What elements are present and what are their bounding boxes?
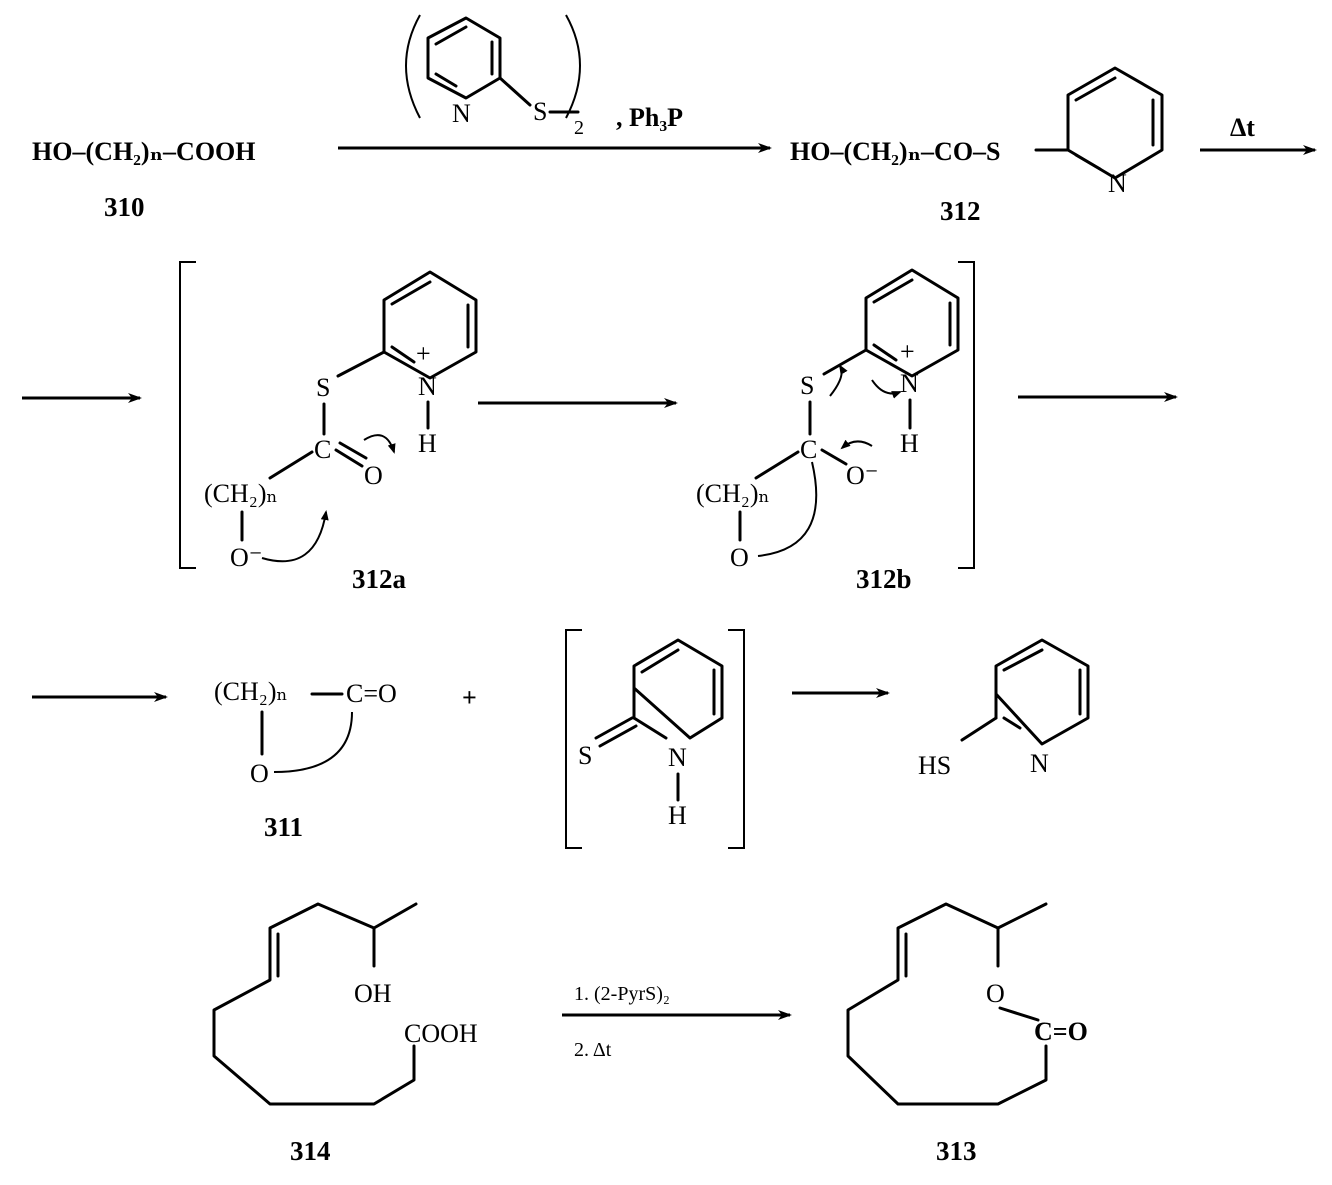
ch2-chain-a: (CH₂)ₙ (204, 479, 278, 508)
atom-h-a: H (418, 429, 437, 458)
condition-1: 1. (2-PyrS)₂ (574, 983, 670, 1005)
charge-plus-b: + (900, 337, 915, 366)
pyridine-thione: S N H (578, 638, 724, 830)
label-312: 312 (940, 196, 981, 226)
new-bond-arc-b (757, 461, 818, 557)
compound-314: OH COOH 314 (212, 902, 478, 1166)
right-parenthesis (565, 14, 581, 119)
atom-n-thiol: N (1030, 749, 1049, 778)
compound-312: HO–(CH₂)ₙ–CO–S N 312 (790, 66, 1164, 226)
thiol-hs: HS (918, 751, 951, 780)
lactone-311: (CH₂)ₙ C=O O 311 (214, 677, 397, 842)
ch2-chain-311: (CH₂)ₙ (214, 677, 288, 706)
charge-plus-a: + (416, 339, 431, 368)
thione-ring (632, 638, 724, 740)
atom-o-b: O (730, 543, 749, 572)
atom-s-b: S (800, 371, 814, 400)
label-311: 311 (264, 812, 303, 842)
bracket-left-thione (565, 629, 582, 849)
compound-313: O C=O 313 (846, 902, 1088, 1166)
atom-n-a: N (418, 372, 437, 401)
atom-s: S (533, 97, 547, 126)
atom-o-minus-b: O⁻ (846, 461, 879, 490)
intermediate-312a: N + H S C O (CH₂)ₙ O⁻ 312a (204, 270, 478, 594)
heat-label: Δt (1230, 113, 1255, 142)
bracket-right-thione (728, 629, 745, 849)
atom-c-b: C (800, 435, 817, 464)
atom-n: N (452, 99, 471, 128)
formula-310: HO–(CH₂)ₙ–COOH (32, 137, 256, 166)
label-313: 313 (936, 1136, 977, 1166)
chain-314 (212, 902, 418, 1106)
carbonyl-311: C=O (346, 679, 397, 708)
label-312b: 312b (856, 564, 912, 594)
compound-310: HO–(CH₂)ₙ–COOH 310 (32, 137, 256, 222)
atom-h-thione: H (668, 801, 687, 830)
bracket-right (958, 261, 975, 569)
label-312a: 312a (352, 564, 407, 594)
hydroxyl-314: OH (354, 979, 392, 1008)
atom-o-minus-a: O⁻ (230, 543, 263, 572)
condition-2: 2. Δt (574, 1039, 612, 1061)
reagent-dipyridyl-disulfide: N S 2 , Ph₃P (405, 14, 683, 139)
intermediate-312b: N + H S C O⁻ (CH₂)ₙ O 312b (696, 268, 960, 594)
formula-312: HO–(CH₂)ₙ–CO–S (790, 137, 1001, 166)
mercaptopyridine-ring (994, 638, 1090, 746)
curved-arrow-attack-a (261, 510, 329, 563)
carboxyl-314: COOH (404, 1019, 478, 1048)
left-parenthesis (405, 14, 421, 119)
carbonyl-313: C=O (1034, 1017, 1088, 1046)
curved-arrow-carbonyl-a (363, 434, 396, 454)
curved-arrow-n-b (871, 379, 902, 399)
atom-o-311: O (250, 759, 269, 788)
atom-c-a: C (314, 435, 331, 464)
ch2-chain-b: (CH₂)ₙ (696, 479, 770, 508)
atom-n-b: N (900, 369, 919, 398)
atom-s-a: S (316, 373, 330, 402)
atom-h-b: H (900, 429, 919, 458)
ring-313 (846, 902, 1048, 1106)
plus-sign: + (462, 683, 477, 712)
atom-n-312: N (1108, 169, 1127, 198)
curved-arrow-o-b (840, 439, 873, 450)
atom-o-a: O (364, 461, 383, 490)
subscript-2: 2 (574, 117, 584, 139)
label-314: 314 (290, 1136, 331, 1166)
atom-s-thione: S (578, 741, 592, 770)
atom-n-thione: N (668, 743, 687, 772)
mercaptopyridine: HS N (918, 638, 1090, 780)
label-310: 310 (104, 192, 145, 222)
atom-o-313: O (986, 979, 1005, 1008)
pyridine-ring (426, 16, 502, 100)
curved-arrow-s-b (829, 364, 848, 397)
pyridine-ring-312 (1066, 66, 1164, 180)
bracket-left (179, 261, 196, 569)
ring-closure-arc-311 (273, 711, 353, 773)
triphenylphosphine-label: , Ph₃P (616, 103, 683, 132)
